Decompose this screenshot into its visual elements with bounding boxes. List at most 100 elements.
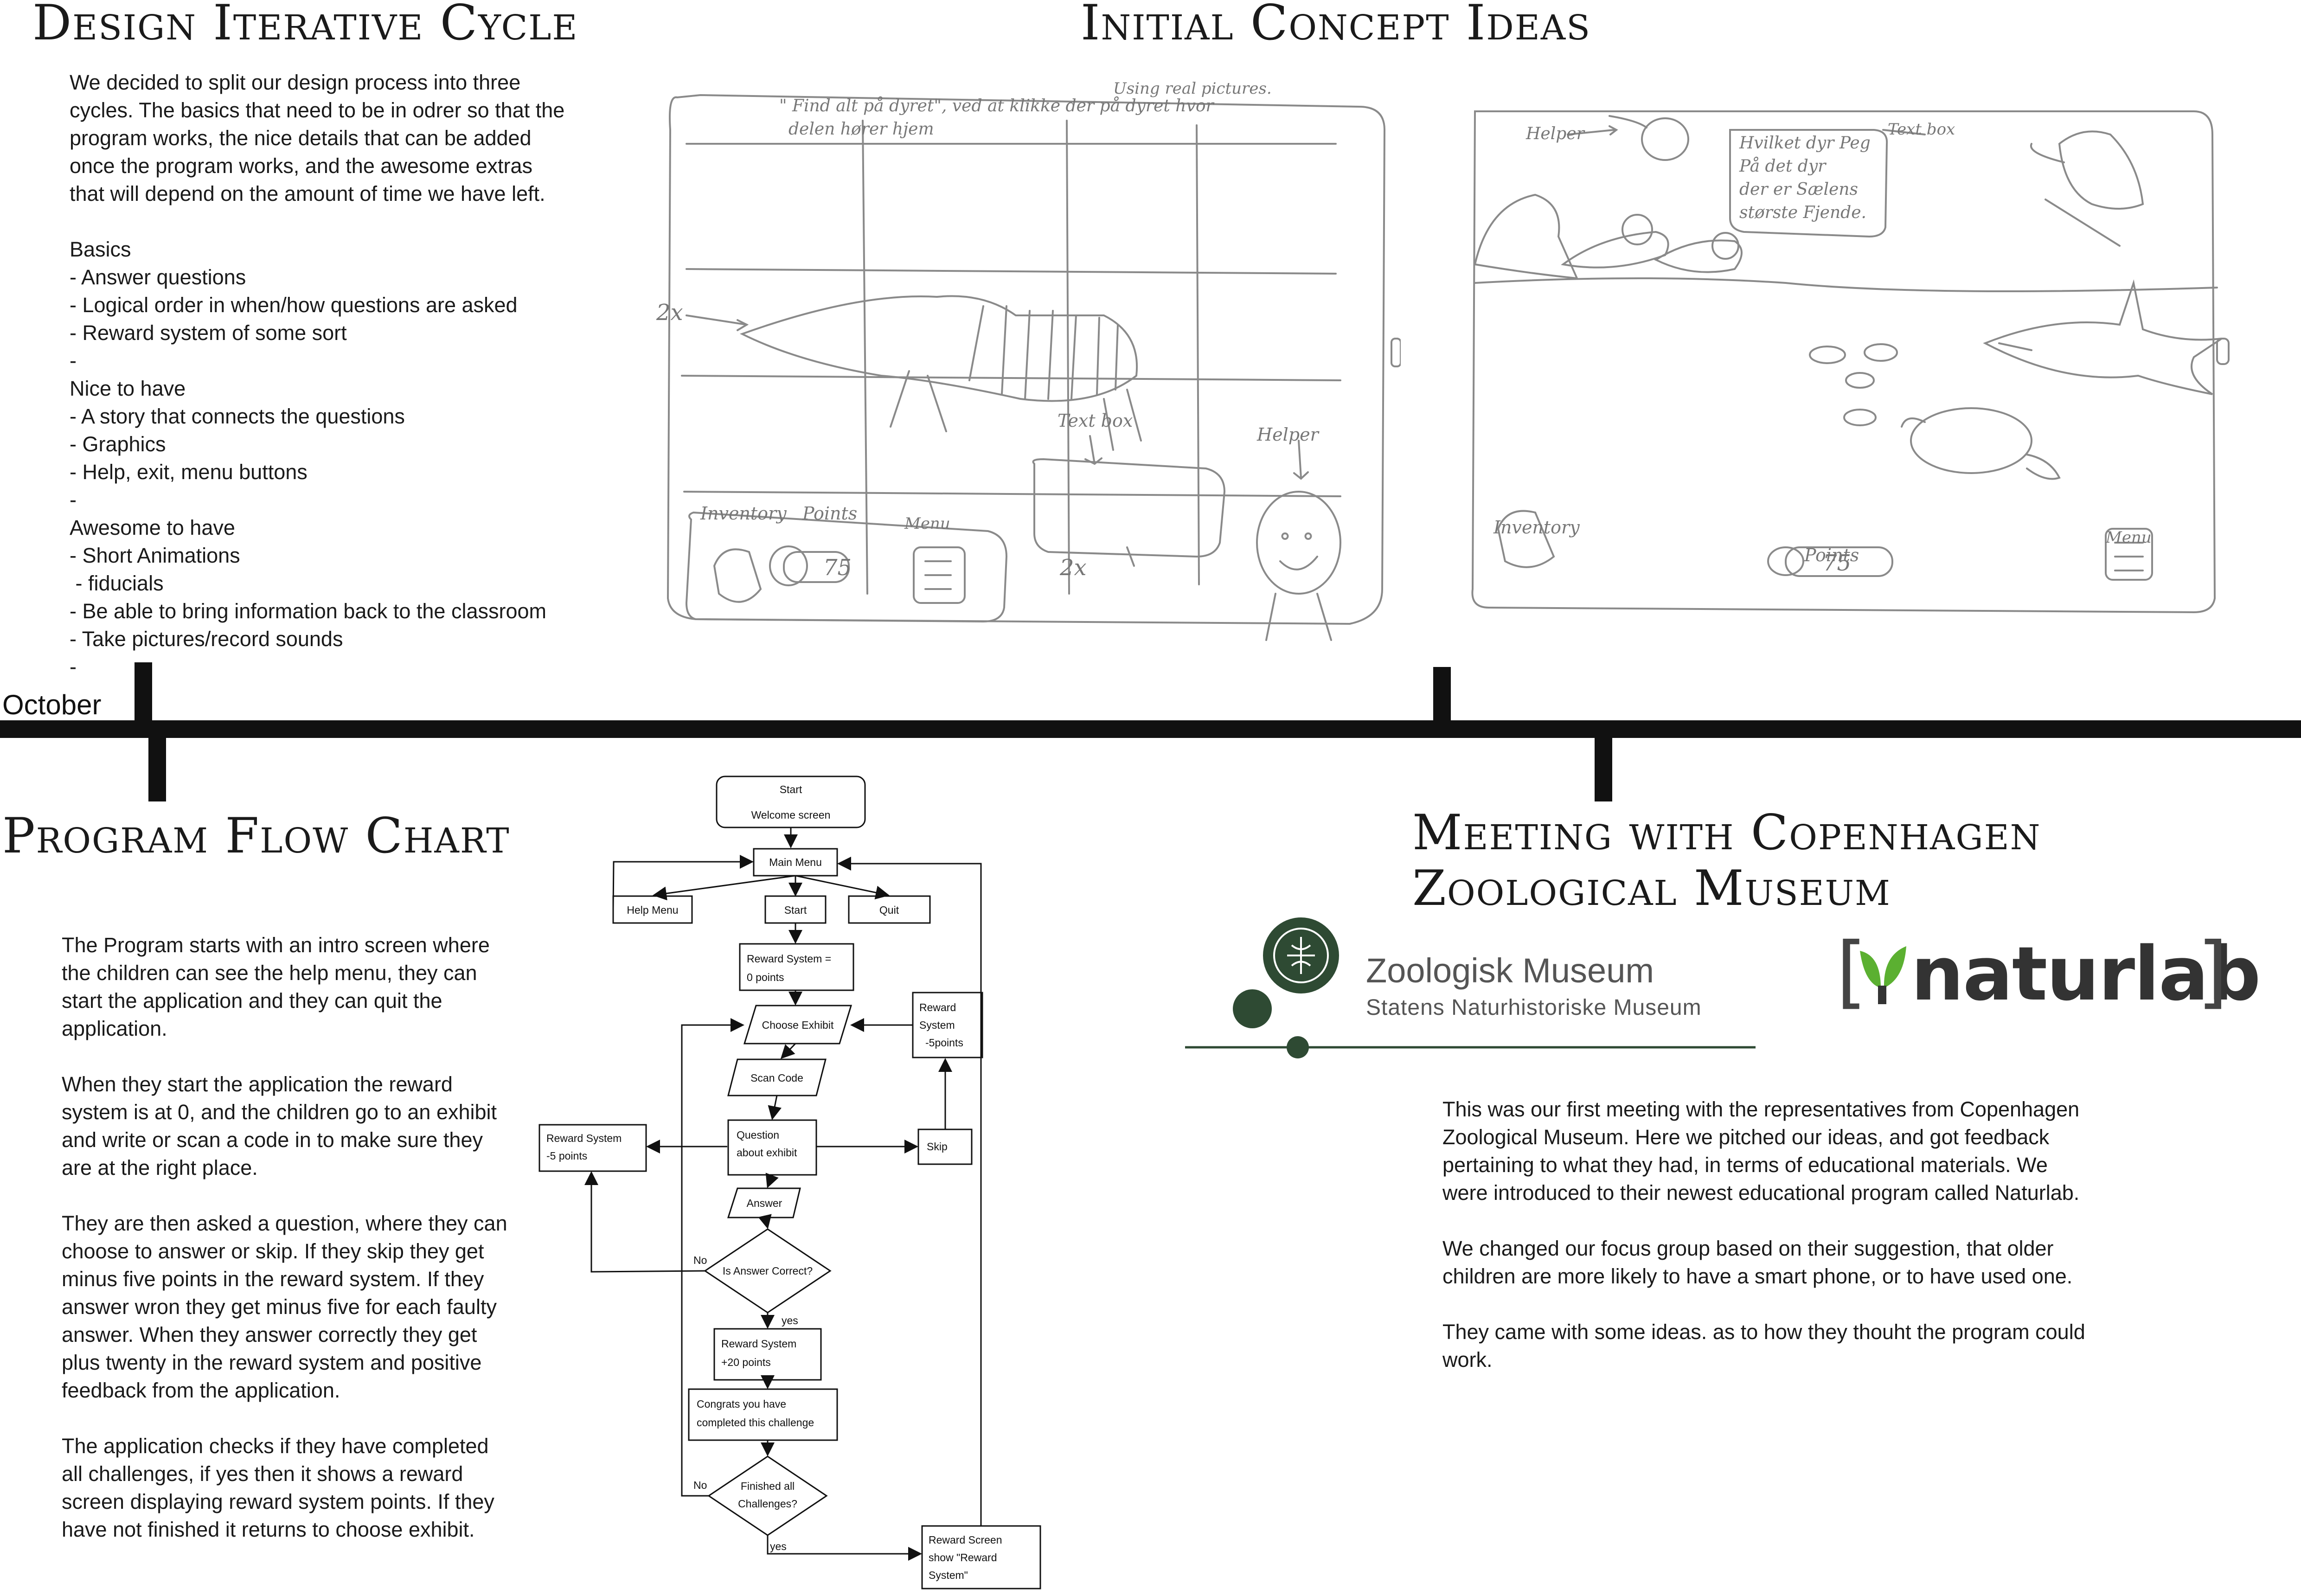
flow-line: application. <box>62 1017 167 1040</box>
basics-item: - <box>70 349 77 372</box>
timeline-label-october: October <box>2 689 102 720</box>
flow-welcome-label: Welcome screen <box>751 809 831 821</box>
zoological-museum-title: Zoologisk Museum <box>1366 951 1654 990</box>
flow-reward-zero-line1: Reward System = <box>747 953 831 965</box>
design-cycle-line: We decided to split our design process i… <box>70 71 521 94</box>
sketch2-text-box-label: Text box <box>1888 120 1955 139</box>
zoological-museum-logo <box>1185 917 1756 1058</box>
flow-is-correct-label: Is Answer Correct? <box>723 1265 813 1277</box>
sketch1-inventory-label: Inventory <box>700 503 787 524</box>
awesome-item: - Take pictures/record sounds <box>70 627 343 651</box>
flow-reward-skip-box <box>912 992 983 1058</box>
flow-reward-twenty-box <box>713 1328 822 1381</box>
flow-line: answer wron they get minus five for each… <box>62 1295 497 1319</box>
sketch2-points-label: Points <box>1804 545 1859 565</box>
flow-start-node-box <box>764 895 827 924</box>
flow-line: feedback from the application. <box>62 1378 340 1402</box>
flow-line: The application checks if they have comp… <box>62 1434 489 1458</box>
flow-line: start the application and they can quit … <box>62 989 442 1013</box>
timeline-tick-flow <box>148 733 166 801</box>
flow-line: the children can see the help menu, they… <box>62 961 477 985</box>
sketch1-points-label: Points <box>802 503 857 524</box>
meeting-heading-line1: Meeting with Copenhagen <box>1412 804 2041 861</box>
basics-item: - Logical order in when/how questions ar… <box>70 293 518 317</box>
flow-line: They are then asked a question, where th… <box>62 1211 507 1235</box>
sketch2-note-line2: På det dyr <box>1739 157 1827 176</box>
meeting-line: Zoological Museum. Here we pitched our i… <box>1442 1125 2050 1149</box>
flow-reward-screen-box <box>921 1525 1041 1590</box>
flow-yes-label: yes <box>782 1314 798 1327</box>
flow-quit-box <box>848 895 931 924</box>
basics-item: - Reward system of some sort <box>70 321 347 345</box>
basics-title: Basics <box>70 237 131 261</box>
awesome-item: - Short Animations <box>70 544 240 567</box>
flow-choose-exhibit-label: Choose Exhibit <box>762 1019 834 1031</box>
naturlab-bracket-right: ] <box>2192 926 2239 1018</box>
meeting-line: We changed our focus group based on thei… <box>1442 1237 2054 1260</box>
meeting-line: children are more likely to have a smart… <box>1442 1264 2073 1288</box>
flow-choose-exhibit-box <box>743 1005 852 1045</box>
concept-sketch-skeleton: Using real pictures. " Find alt på dyret… <box>656 79 1401 641</box>
timeline-tick-design <box>135 662 152 725</box>
flow-line: When they start the application the rewa… <box>62 1072 453 1096</box>
sketch1-helper-label: Helper <box>1256 424 1320 445</box>
flow-start-label: Start <box>780 783 802 795</box>
meeting-heading-line2: Zoological Museum <box>1412 860 1891 917</box>
flow-line: have not finished it returns to choose e… <box>62 1518 475 1541</box>
meeting-line: This was our first meeting with the repr… <box>1442 1097 2080 1121</box>
sketch1-text-box-label: Text box <box>1058 410 1133 431</box>
design-cycle-text: We decided to split our design process i… <box>70 69 626 681</box>
flow-reward-skip-line1: Reward <box>919 1001 956 1013</box>
naturlab-wordmark: naturlab <box>1911 930 2261 1017</box>
awesome-item: - Be able to bring information back to t… <box>70 599 547 623</box>
timeline-bar <box>0 720 2301 738</box>
flow-reward-twenty-line2: +20 points <box>721 1356 771 1368</box>
flow-reward-screen-line3: System" <box>929 1569 968 1581</box>
nice-item: - Graphics <box>70 432 166 456</box>
sketch1-mark-2x: 2x <box>656 300 683 326</box>
flow-reward-screen-line1: Reward Screen <box>929 1534 1002 1546</box>
flow-line: minus five points in the reward system. … <box>62 1267 484 1291</box>
design-cycle-line: that will depend on the amount of time w… <box>70 182 545 205</box>
timeline-tick-concept <box>1433 667 1451 725</box>
concept-sketch-sea: Helper Text box Hvilket dyr Peg På det d… <box>1471 110 2230 614</box>
design-cycle-heading: Design Iterative Cycle <box>32 0 578 51</box>
meeting-line: They came with some ideas. as to how the… <box>1442 1320 2085 1344</box>
naturlab-bracket-left: [ <box>1825 926 1873 1018</box>
flow-no2-label: No <box>693 1479 707 1491</box>
flow-line: The Program starts with an intro screen … <box>62 933 490 957</box>
nice-title: Nice to have <box>70 377 186 400</box>
nice-item: - A story that connects the questions <box>70 404 405 428</box>
design-cycle-line: program works, the nice details that can… <box>70 126 532 150</box>
flow-heading: Program Flow Chart <box>2 808 510 864</box>
flow-reward-wrong-line2: -5 points <box>546 1150 587 1162</box>
flow-line: are at the right place. <box>62 1156 258 1179</box>
sketch2-note-line1: Hvilket dyr Peg <box>1739 134 1871 153</box>
meeting-line: work. <box>1442 1348 1493 1372</box>
sketch1-quote-line2: delen hører hjem <box>788 120 934 139</box>
flow-congrats-line2: completed this challenge <box>697 1417 814 1429</box>
flow-answer-box <box>727 1187 801 1218</box>
flow-finished-line1: Finished all <box>741 1480 795 1492</box>
flow-line: answer. When they answer correctly they … <box>62 1323 477 1346</box>
flow-help-menu-label: Help Menu <box>627 904 678 916</box>
sketch2-note-line3: der er Sælens <box>1739 180 1858 199</box>
sketch1-top-note: Using real pictures. <box>1113 79 1272 98</box>
sketch2-points-value: 75 <box>1823 550 1851 576</box>
flow-finished-line2: Challenges? <box>738 1498 797 1510</box>
awesome-item: - fiducials <box>70 571 164 595</box>
flow-line: all challenges, if yes then it shows a r… <box>62 1462 463 1486</box>
flow-main-menu-label: Main Menu <box>769 856 822 868</box>
naturlab-leaf-icon <box>1860 946 1906 1004</box>
flow-scan-code-box <box>727 1058 827 1096</box>
sketch1-menu-label: Menu <box>904 514 950 533</box>
nice-item: - <box>70 488 77 512</box>
flow-line: plus twenty in the reward system and pos… <box>62 1351 482 1374</box>
sketch1-points-value: 75 <box>823 555 852 581</box>
sketch1-quote-line1: " Find alt på dyret", ved at klikke der … <box>779 96 1214 115</box>
flow-answer-label: Answer <box>747 1197 782 1209</box>
nice-item: - Help, exit, menu buttons <box>70 460 308 484</box>
flow-help-menu-box <box>612 895 693 924</box>
timeline-tick-meeting <box>1595 733 1612 801</box>
flow-reward-wrong-line1: Reward System <box>546 1132 622 1144</box>
